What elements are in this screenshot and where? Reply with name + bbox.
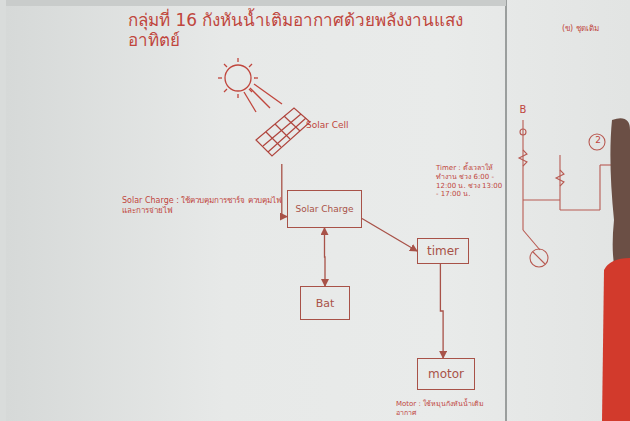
note: Motor : ใช้หมุนกังหันน้ำเติมอากาศ	[396, 400, 504, 418]
connector	[440, 264, 443, 358]
node-label: timer	[427, 244, 459, 258]
node-label: Bat	[316, 297, 335, 310]
process-box: timer	[417, 238, 469, 264]
node-label: Solar Cell	[306, 120, 349, 130]
note: Timer : ตั้งเวลาให้ทำงาน ช่วง 6:00 - 12:…	[436, 164, 504, 199]
process-box: Solar Charge	[287, 190, 362, 228]
callout-number: 2	[593, 135, 603, 146]
note: (ข) ชุดเติม	[562, 24, 626, 34]
solar-panel-symbol	[244, 98, 362, 164]
node-label: motor	[428, 367, 464, 381]
connector	[324, 228, 326, 286]
solar-panel: Solar Cell	[244, 98, 362, 164]
node-label: Solar Charge	[295, 204, 353, 214]
process-box: motor	[417, 358, 475, 390]
process-box: Bat	[300, 286, 350, 320]
callout-letter: B	[516, 104, 530, 117]
diagram-title: กลุ่มที่ 16 กังหันน้ำเติมอากาศด้วยพลังงา…	[128, 10, 504, 51]
connector	[362, 219, 417, 252]
note: Solar Charge : ใช้ควบคุมการชาร์จ ควบคุมไ…	[122, 196, 282, 216]
